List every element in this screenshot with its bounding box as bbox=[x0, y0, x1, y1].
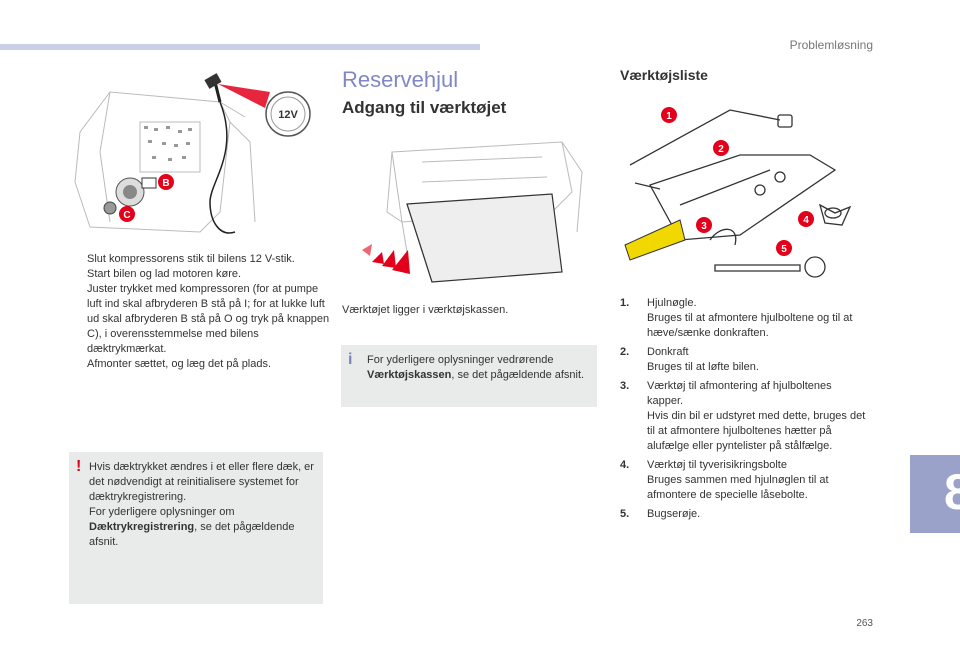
chapter-title: Problemløsning bbox=[789, 38, 873, 52]
tool-list: 1.Hjulnøgle.Bruges til at afmontere hjul… bbox=[620, 296, 870, 526]
warning-text: Hvis dæktrykket ændres i et eller flere … bbox=[89, 461, 314, 503]
chapter-number: 8 bbox=[944, 464, 960, 520]
subsection-title: Adgang til værktøjet bbox=[342, 98, 507, 117]
list-item: 1.Hjulnøgle.Bruges til at afmontere hjul… bbox=[620, 297, 853, 339]
list-item: Slut kompressorens stik til bilens 12 V-… bbox=[87, 253, 295, 265]
warning-reference: For yderligere oplysninger om Dæktrykreg… bbox=[89, 506, 295, 548]
list-item: 3.Værktøj til afmontering af hjulboltene… bbox=[620, 380, 866, 452]
tools-illustration: 1 2 3 4 5 bbox=[624, 107, 852, 278]
list-item: Juster trykket med kompressoren (for at … bbox=[87, 283, 330, 355]
callout-5: 5 bbox=[781, 244, 787, 255]
warning-note: ! Hvis dæktrykket ændres i et eller fler… bbox=[69, 452, 323, 604]
callout-1: 1 bbox=[666, 111, 672, 122]
access-text: Værktøjet ligger i værktøjskassen. bbox=[342, 304, 509, 316]
chapter-tab: 8 bbox=[910, 455, 960, 533]
callout-4: 4 bbox=[803, 215, 809, 226]
page-number: 263 bbox=[856, 618, 873, 629]
list-item: Start bilen og lad motoren køre. bbox=[87, 268, 242, 280]
header-bar bbox=[0, 44, 480, 50]
info-icon: i bbox=[348, 351, 353, 368]
label-b: B bbox=[162, 178, 169, 189]
label-c: C bbox=[123, 210, 130, 221]
list-item: 5.Bugserøje. bbox=[620, 508, 701, 520]
info-text: For yderligere oplysninger vedrørende Væ… bbox=[367, 354, 585, 381]
info-note: i For yderligere oplysninger vedrørende … bbox=[341, 345, 597, 407]
callout-3: 3 bbox=[701, 221, 707, 232]
instruction-list: Slut kompressorens stik til bilens 12 V-… bbox=[70, 252, 330, 372]
tools-title: Værktøjsliste bbox=[620, 67, 708, 83]
section-title: Reservehjul bbox=[342, 67, 459, 92]
compressor-illustration: 12V B C bbox=[74, 73, 311, 234]
callout-2: 2 bbox=[718, 144, 724, 155]
warning-icon: ! bbox=[76, 458, 82, 475]
callout-12v: 12V bbox=[278, 109, 298, 121]
list-item: Afmonter sættet, og læg det på plads. bbox=[87, 358, 272, 370]
toolbox-illustration bbox=[362, 141, 583, 283]
